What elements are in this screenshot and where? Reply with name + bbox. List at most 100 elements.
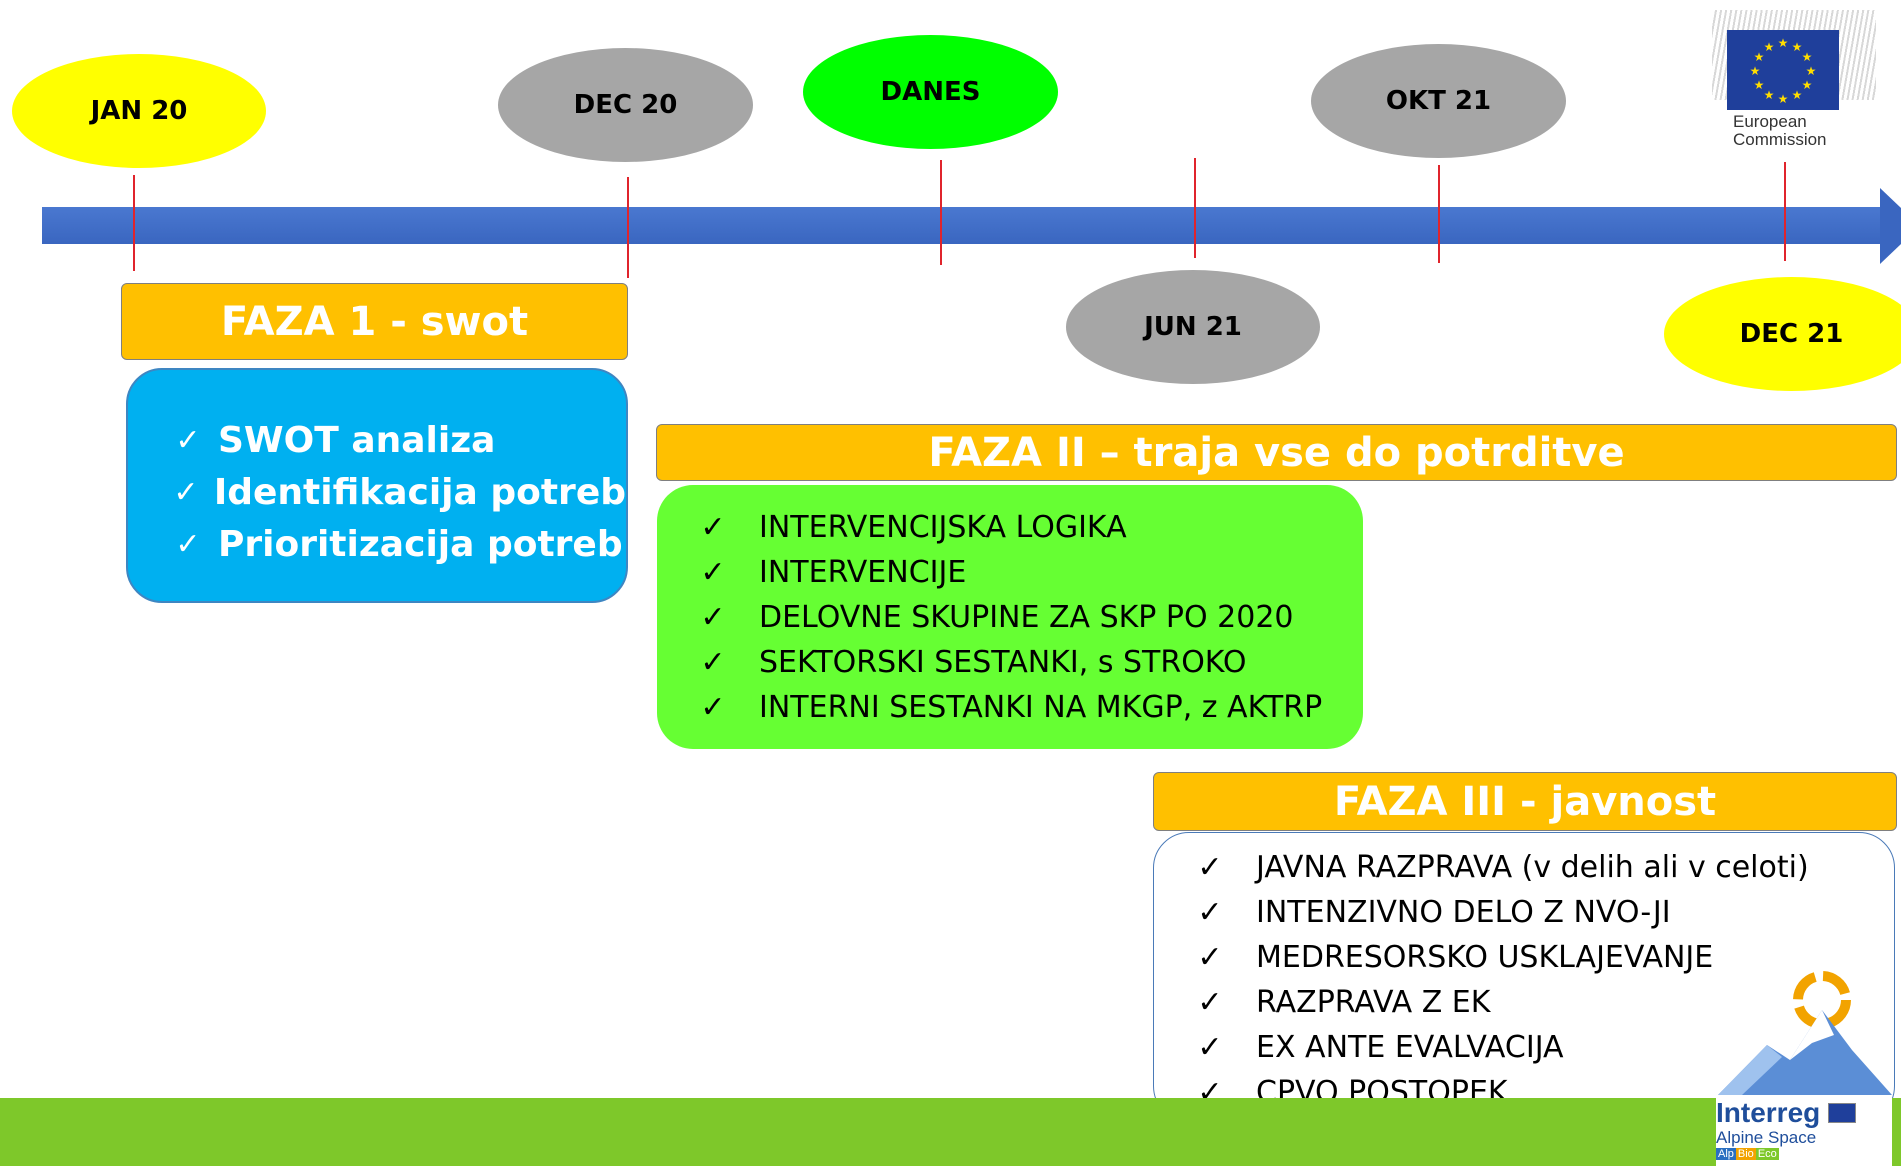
phase2-item: ✓ SEKTORSKI SESTANKI, s STROKO xyxy=(687,640,1363,685)
marker-dec20-label: DEC 20 xyxy=(573,90,678,120)
svg-text:★: ★ xyxy=(1802,50,1813,64)
interreg-name: Interreg xyxy=(1716,1097,1821,1128)
ec-logo-line1: European xyxy=(1733,112,1807,131)
marker-dec21-label: DEC 21 xyxy=(1739,319,1844,349)
phase3-item: ✓ EX ANTE EVALVACIJA xyxy=(1184,1025,1894,1070)
check-icon: ✓ xyxy=(1197,895,1223,930)
ec-logo-text: European Commission xyxy=(1733,113,1827,149)
marker-danes-label: DANES xyxy=(880,77,981,107)
phase2-header: FAZA II – traja vse do potrditve xyxy=(656,424,1897,481)
phase3-item-text: MEDRESORSKO USKLAJEVANJE xyxy=(1256,940,1714,975)
footer-band xyxy=(0,1098,1901,1166)
phase2-item-text: SEKTORSKI SESTANKI, s STROKO xyxy=(759,645,1247,680)
interreg-tag-bio: Bio xyxy=(1735,1148,1756,1160)
mountain-cycle-icon xyxy=(1718,971,1892,1095)
check-icon: ✓ xyxy=(175,526,201,562)
timeline-tick-dec21 xyxy=(1784,162,1786,261)
timeline-tick-jun21 xyxy=(1194,158,1196,258)
phase2-box: ✓ INTERVENCIJSKA LOGIKA ✓ INTERVENCIJE ✓… xyxy=(657,485,1363,749)
phase3-item-text: EX ANTE EVALVACIJA xyxy=(1256,1030,1564,1065)
phase1-item-text: Identifikacija potreb xyxy=(213,471,626,513)
marker-dec20: DEC 20 xyxy=(498,48,753,162)
svg-text:★: ★ xyxy=(1802,78,1813,92)
timeline-tick-jan20 xyxy=(133,175,135,271)
phase2-item-text: INTERVENCIJE xyxy=(759,555,967,590)
phase3-title: FAZA III - javnost xyxy=(1333,778,1717,825)
check-icon: ✓ xyxy=(700,600,726,635)
interreg-sub: Alpine Space xyxy=(1716,1128,1817,1147)
phase3-item: ✓ INTENZIVNO DELO Z NVO-JI xyxy=(1184,890,1894,935)
svg-text:★: ★ xyxy=(1750,64,1761,78)
check-icon: ✓ xyxy=(700,690,726,725)
interreg-tag-alp: Alp xyxy=(1716,1148,1736,1160)
marker-dec21: DEC 21 xyxy=(1664,277,1901,391)
eu-stars-icon: ★ ★ ★ ★ ★ ★ ★ ★ ★ ★ ★ ★ xyxy=(1750,36,1817,105)
timeline-axis xyxy=(42,207,1882,244)
svg-text:★: ★ xyxy=(1764,88,1775,102)
check-icon: ✓ xyxy=(700,510,726,545)
interreg-tag-eco: Eco xyxy=(1755,1148,1779,1160)
interreg-title-row: Interreg xyxy=(1716,1097,1892,1129)
interreg-logo: Interreg Alpine Space Alp Bio Eco xyxy=(1712,965,1892,1166)
phase2-title: FAZA II – traja vse do potrditve xyxy=(928,429,1625,476)
timeline-tick-dec20 xyxy=(627,177,629,278)
phase3-list: ✓ JAVNA RAZPRAVA (v delih ali v celoti) … xyxy=(1184,845,1894,1115)
phase1-item-text: Prioritizacija potreb xyxy=(218,523,623,565)
svg-text:★: ★ xyxy=(1806,64,1817,78)
phase1-title: FAZA 1 - swot xyxy=(220,298,529,345)
phase3-item: ✓ JAVNA RAZPRAVA (v delih ali v celoti) xyxy=(1184,845,1894,890)
ec-logo-line2: Commission xyxy=(1733,130,1827,149)
phase1-item: ✓ SWOT analiza xyxy=(158,414,626,466)
phase1-item: ✓ Identifikacija potreb xyxy=(158,466,626,518)
phase2-item-text: INTERVENCIJSKA LOGIKA xyxy=(759,510,1127,545)
phase2-item-text: DELOVNE SKUPINE ZA SKP PO 2020 xyxy=(759,600,1294,635)
check-icon: ✓ xyxy=(1197,1030,1223,1065)
phase1-list: ✓ SWOT analiza ✓ Identifikacija potreb ✓… xyxy=(158,414,626,570)
phase1-item: ✓ Prioritizacija potreb xyxy=(158,518,626,570)
ec-logo: ★ ★ ★ ★ ★ ★ ★ ★ ★ ★ ★ ★ European Commiss… xyxy=(1712,10,1876,158)
svg-text:★: ★ xyxy=(1792,40,1803,54)
phase1-item-text: SWOT analiza xyxy=(218,419,496,461)
marker-jan20: JAN 20 xyxy=(12,54,266,168)
eu-small-flag-icon xyxy=(1828,1103,1857,1123)
timeline-tick-danes xyxy=(940,160,942,265)
check-icon: ✓ xyxy=(700,645,726,680)
phase2-item: ✓ INTERVENCIJSKA LOGIKA xyxy=(687,505,1363,550)
svg-text:★: ★ xyxy=(1792,88,1803,102)
check-icon: ✓ xyxy=(1197,940,1223,975)
timeline-arrowhead xyxy=(1880,188,1901,264)
phase2-list: ✓ INTERVENCIJSKA LOGIKA ✓ INTERVENCIJE ✓… xyxy=(687,505,1363,730)
svg-text:★: ★ xyxy=(1754,50,1765,64)
phase3-box: ✓ JAVNA RAZPRAVA (v delih ali v celoti) … xyxy=(1153,832,1895,1122)
timeline-tick-okt21 xyxy=(1438,165,1440,263)
phase3-header: FAZA III - javnost xyxy=(1153,772,1897,831)
phase3-item: ✓ MEDRESORSKO USKLAJEVANJE xyxy=(1184,935,1894,980)
svg-text:★: ★ xyxy=(1778,36,1789,50)
phase1-header: FAZA 1 - swot xyxy=(121,283,628,360)
phase2-item: ✓ DELOVNE SKUPINE ZA SKP PO 2020 xyxy=(687,595,1363,640)
marker-jan20-label: JAN 20 xyxy=(90,96,188,126)
marker-danes: DANES xyxy=(803,35,1058,149)
svg-text:★: ★ xyxy=(1754,78,1765,92)
eu-flag-icon: ★ ★ ★ ★ ★ ★ ★ ★ ★ ★ ★ ★ xyxy=(1727,30,1839,110)
marker-jun21: JUN 21 xyxy=(1066,270,1320,384)
check-icon: ✓ xyxy=(173,474,199,510)
phase2-item-text: INTERNI SESTANKI NA MKGP, z AKTRP xyxy=(759,690,1323,725)
phase3-item-text: JAVNA RAZPRAVA (v delih ali v celoti) xyxy=(1256,850,1809,885)
phase2-item: ✓ INTERNI SESTANKI NA MKGP, z AKTRP xyxy=(687,685,1363,730)
phase3-item: ✓ RAZPRAVA Z EK xyxy=(1184,980,1894,1025)
svg-text:★: ★ xyxy=(1764,40,1775,54)
check-icon: ✓ xyxy=(175,422,201,458)
interreg-badge: Interreg Alpine Space Alp Bio Eco xyxy=(1716,1097,1892,1166)
check-icon: ✓ xyxy=(700,555,726,590)
marker-okt21: OKT 21 xyxy=(1311,44,1566,158)
phase3-item-text: RAZPRAVA Z EK xyxy=(1256,985,1491,1020)
marker-okt21-label: OKT 21 xyxy=(1385,86,1492,116)
phase2-item: ✓ INTERVENCIJE xyxy=(687,550,1363,595)
check-icon: ✓ xyxy=(1197,850,1223,885)
interreg-tag: Alp Bio Eco xyxy=(1716,1148,1892,1160)
svg-text:★: ★ xyxy=(1778,92,1789,105)
check-icon: ✓ xyxy=(1197,985,1223,1020)
phase1-box: ✓ SWOT analiza ✓ Identifikacija potreb ✓… xyxy=(126,368,628,603)
phase3-item-text: INTENZIVNO DELO Z NVO-JI xyxy=(1256,895,1671,930)
